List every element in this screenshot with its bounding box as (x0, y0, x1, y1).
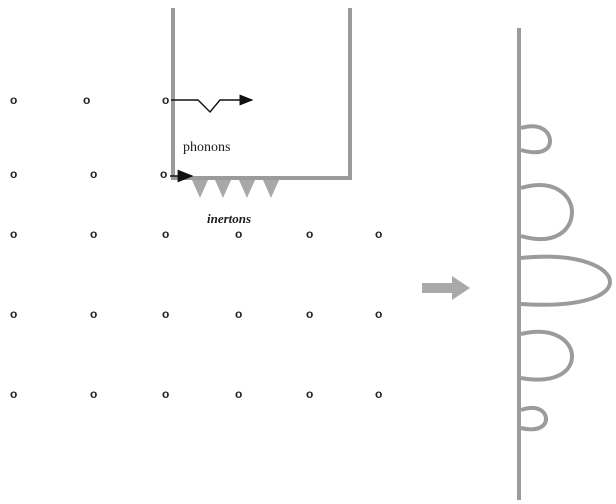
container-wall (171, 8, 352, 181)
lattice-atom: o (306, 307, 313, 321)
lattice-atom: o (306, 387, 313, 401)
lattice-atom: o (10, 307, 17, 321)
inerton-tooth (239, 180, 255, 198)
lattice-atom: o (90, 227, 97, 241)
wave-loop (520, 254, 613, 307)
inerton-tooth (192, 180, 208, 198)
lattice-atom: o (90, 387, 97, 401)
lattice-atom: o (235, 387, 242, 401)
lattice-atom: o (10, 387, 17, 401)
inertons-label: inertons (207, 211, 251, 226)
inerton-emission (192, 180, 279, 198)
lattice-atom: o (162, 307, 169, 321)
lattice-atom: o (375, 387, 382, 401)
lattice-atom: o (162, 93, 169, 107)
lattice-atom: o (10, 167, 17, 181)
wave-loop (520, 329, 575, 382)
wave-loop (520, 183, 575, 242)
lattice-atom: o (235, 307, 242, 321)
lattice-atom: o (160, 167, 167, 181)
lattice-atom: o (162, 387, 169, 401)
wave-loop (520, 124, 553, 155)
lattice-atom: o (375, 227, 382, 241)
phonons-label: phonons (183, 140, 230, 155)
wave-loop (520, 405, 549, 432)
lattice-atom: o (10, 227, 17, 241)
lattice-atom: o (90, 167, 97, 181)
transition-arrow (422, 276, 470, 300)
lattice-atom: o (306, 227, 313, 241)
atom-lattice: o o o o o o o o o o o o o o o o o o o o … (10, 93, 382, 401)
inerton-tooth (263, 180, 279, 198)
lattice-atom: o (83, 93, 90, 107)
standing-wave-loops (517, 28, 613, 500)
phonon-arrow (171, 94, 254, 114)
lattice-atom: o (90, 307, 97, 321)
lattice-atom: o (375, 307, 382, 321)
lattice-atom: o (235, 227, 242, 241)
lattice-atom: o (162, 227, 169, 241)
inerton-tooth (215, 180, 231, 198)
lattice-atom: o (10, 93, 17, 107)
